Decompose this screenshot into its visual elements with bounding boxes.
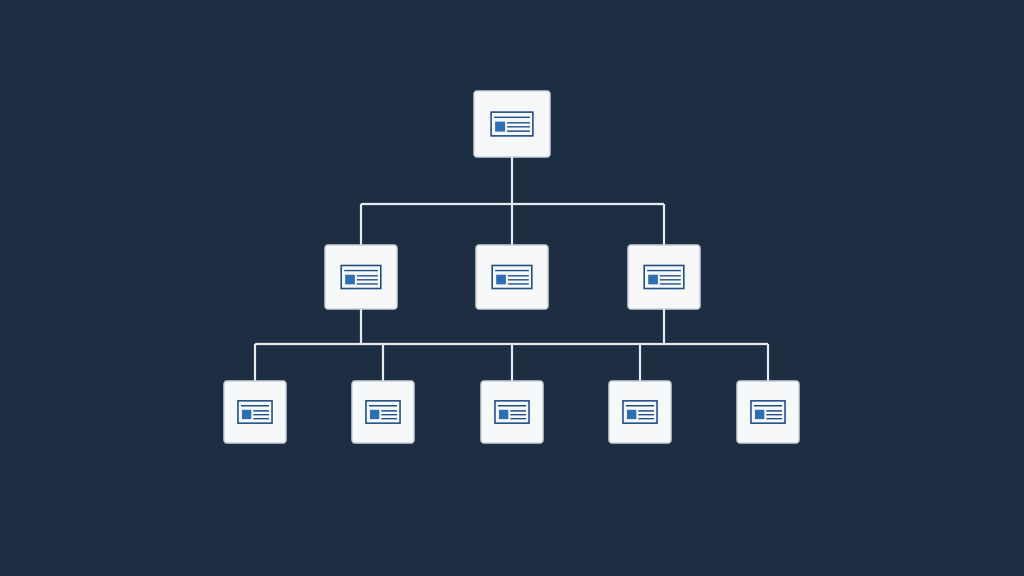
- document-card-icon: [237, 400, 273, 424]
- nodes: [223, 90, 800, 444]
- node-box: [608, 380, 672, 444]
- node-level3-2: [351, 380, 415, 444]
- node-box: [480, 380, 544, 444]
- node-level3-1: [223, 380, 287, 444]
- document-card-icon: [643, 264, 685, 290]
- document-card-icon: [491, 264, 533, 290]
- node-level3-3: [480, 380, 544, 444]
- node-box: [223, 380, 287, 444]
- node-box: [627, 244, 701, 310]
- node-box: [736, 380, 800, 444]
- document-card-icon: [622, 400, 658, 424]
- document-card-icon: [490, 111, 534, 137]
- node-root: [473, 90, 551, 158]
- node-box: [351, 380, 415, 444]
- connectors: [253, 157, 770, 381]
- document-card-icon: [340, 264, 382, 290]
- node-level2-center: [475, 244, 549, 310]
- document-card-icon: [365, 400, 401, 424]
- node-box: [324, 244, 398, 310]
- document-card-icon: [750, 400, 786, 424]
- node-level3-5: [736, 380, 800, 444]
- node-box: [475, 244, 549, 310]
- node-level2-left: [324, 244, 398, 310]
- document-card-icon: [494, 400, 530, 424]
- node-box: [473, 90, 551, 158]
- node-level2-right: [627, 244, 701, 310]
- node-level3-4: [608, 380, 672, 444]
